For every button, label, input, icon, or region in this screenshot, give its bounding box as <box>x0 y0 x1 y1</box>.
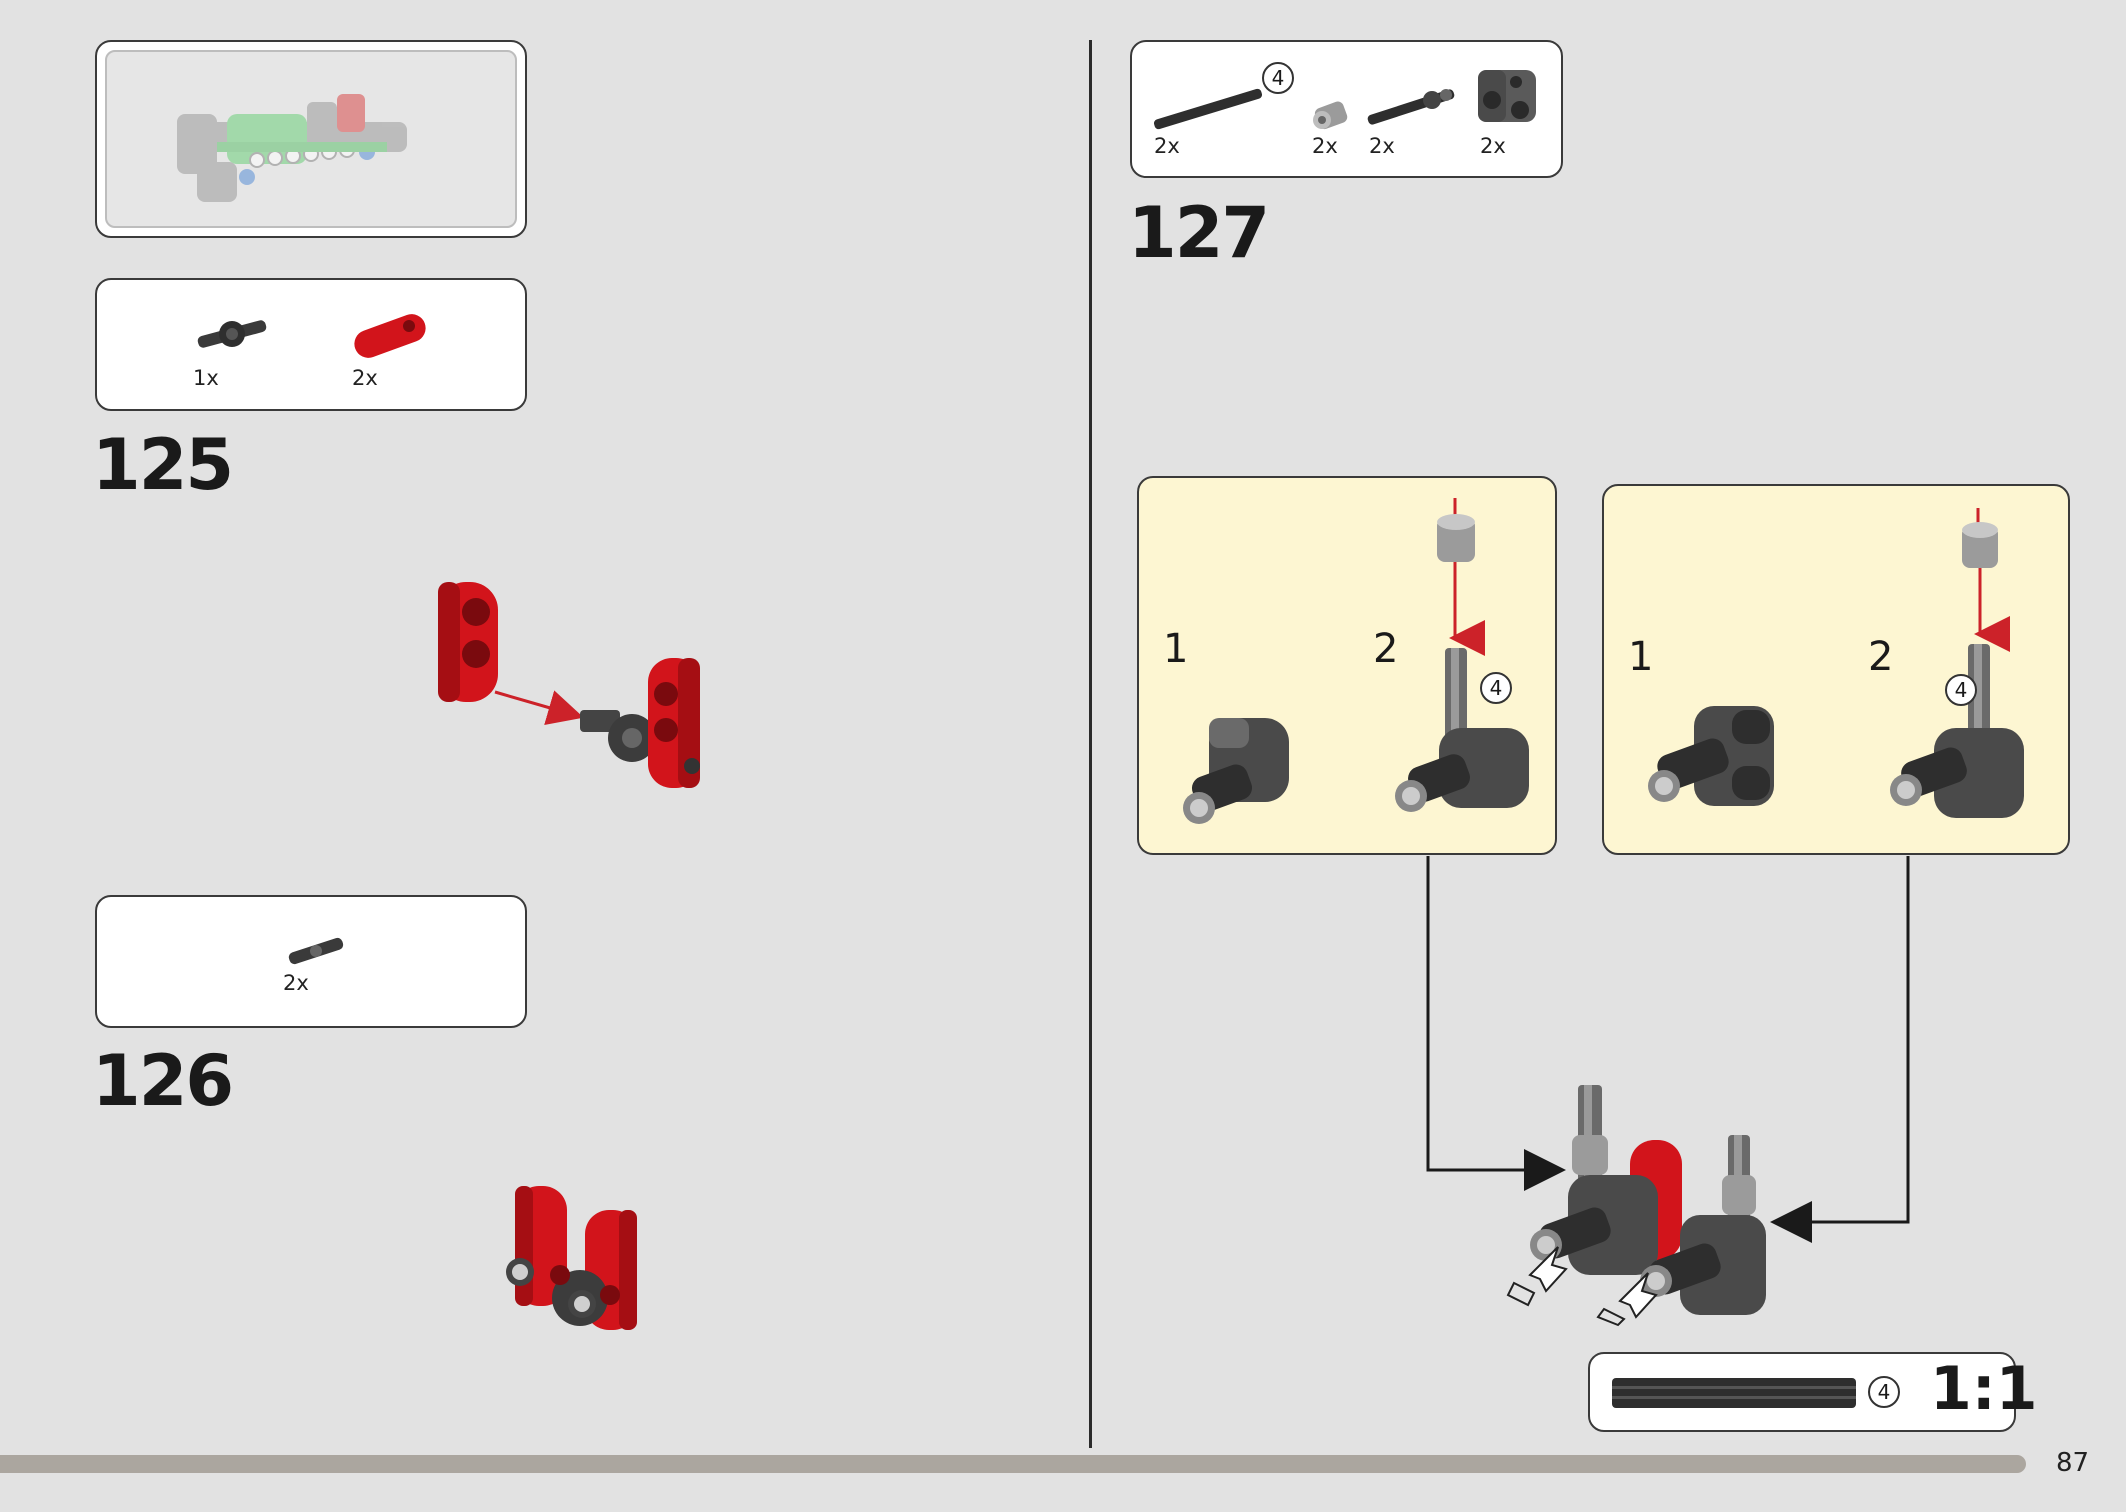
sub-step-2: 2 <box>1868 634 1894 680</box>
axle-length-indicator: 4 <box>1480 672 1512 704</box>
sub-step-1: 1 <box>1163 626 1189 672</box>
model-preview-illustration <box>177 94 407 202</box>
step-125-parts-list: 1x 2x <box>95 278 527 411</box>
sub-assembly-callout-left: 1 2 4 <box>1137 476 1557 855</box>
axle-pin-icon <box>197 320 267 348</box>
part-qty: 2x <box>283 971 309 995</box>
sub-assembly-callout-right: 1 2 4 <box>1602 484 2070 855</box>
part-qty: 2x <box>1480 134 1506 158</box>
part-qty: 1x <box>193 366 219 390</box>
red-beam-icon <box>354 314 426 358</box>
sub-step-1: 1 <box>1628 634 1654 680</box>
connector-pin-icon <box>288 937 344 965</box>
step-125-illustration <box>438 582 700 788</box>
axle-pin-icon <box>1367 89 1455 125</box>
bush-icon <box>1313 101 1348 130</box>
axle-length-indicator: 4 <box>1868 1376 1900 1408</box>
page-number: 87 <box>2056 1448 2090 1478</box>
axle-length-indicator: 4 <box>1945 674 1977 706</box>
previous-step-preview <box>95 40 527 238</box>
sub-step-1-illustration <box>1183 718 1289 824</box>
axle-length-indicator: 4 <box>1262 62 1294 94</box>
step-127-parts-list: 4 2x 2x 2x 2x <box>1130 40 1563 178</box>
axle-4-icon <box>1153 88 1263 130</box>
part-qty: 2x <box>1369 134 1395 158</box>
step-126-illustration <box>506 1186 637 1330</box>
page-divider <box>1089 40 1092 1448</box>
sub-step-2-illustration <box>1890 508 2024 818</box>
step-number-125: 125 <box>92 424 234 506</box>
page-progress-bar <box>0 1455 2026 1473</box>
scale-reference-box: 4 1:1 <box>1588 1352 2038 1432</box>
sub-step-2-illustration <box>1395 498 1529 812</box>
connector-block-icon <box>1478 70 1536 122</box>
sub-step-1-illustration <box>1648 706 1774 806</box>
step-126-parts-list: 2x <box>95 895 527 1028</box>
part-qty: 2x <box>1312 134 1338 158</box>
part-qty: 2x <box>1154 134 1180 158</box>
part-qty: 2x <box>352 366 378 390</box>
scale-ratio: 1:1 <box>1930 1354 2038 1424</box>
step-number-126: 126 <box>92 1040 234 1122</box>
axle-4-actual-size <box>1612 1378 1856 1408</box>
sub-step-2: 2 <box>1373 626 1399 672</box>
step-127-main-illustration <box>1506 1085 1766 1327</box>
step-number-127: 127 <box>1128 192 1270 274</box>
